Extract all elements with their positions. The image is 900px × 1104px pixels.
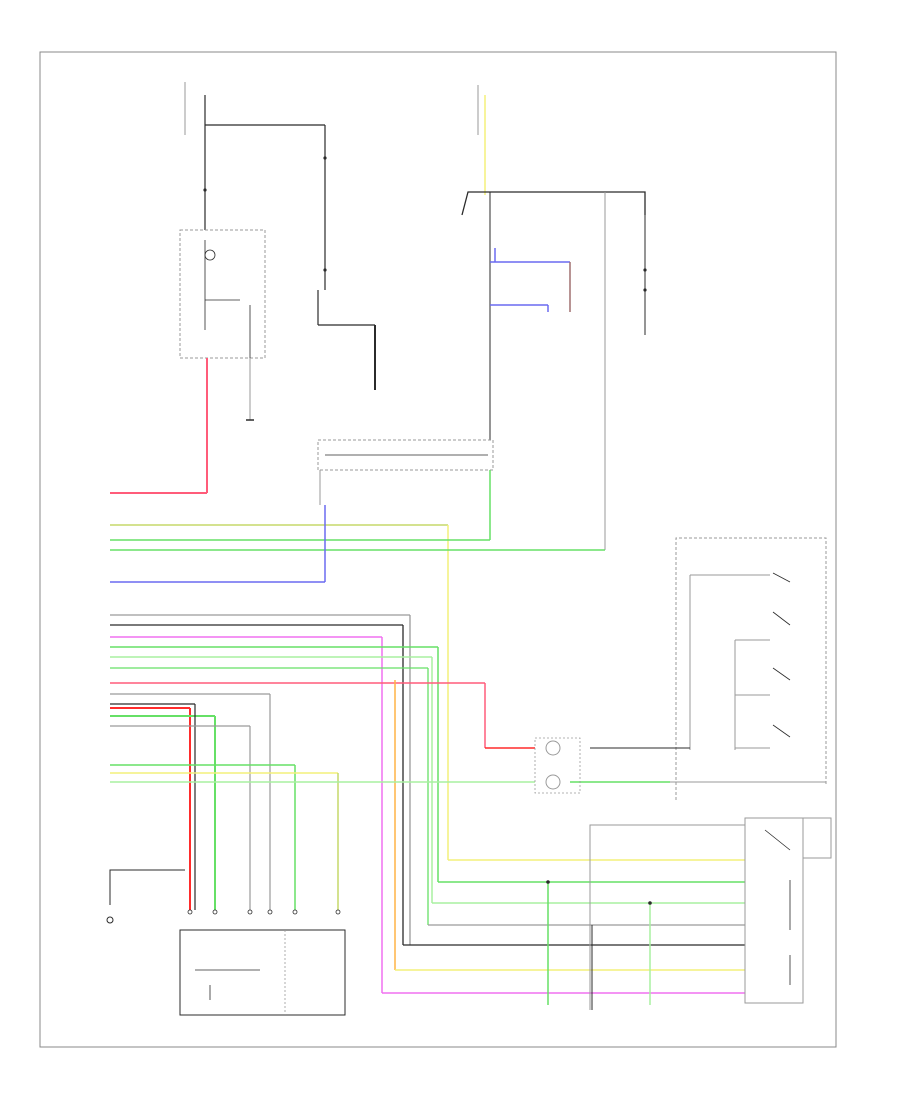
sensor-terminal: [335, 909, 341, 915]
switch-contact: [772, 611, 791, 626]
sensor-terminal: [267, 909, 273, 915]
combination-meter-box: [179, 229, 266, 359]
page-frame: [39, 51, 837, 1048]
sensor-terminal: [187, 909, 193, 915]
connector-dot: [643, 268, 647, 272]
ground-terminal: [106, 916, 114, 924]
splice-dot: [648, 901, 652, 905]
splice-dot: [323, 268, 327, 272]
tcm-connector-box: [744, 817, 804, 1004]
clock-spring: [534, 737, 581, 794]
clutch-position-switch: [317, 439, 494, 540]
sensor-terminal: [292, 909, 298, 915]
splice-dot: [203, 188, 207, 192]
cruise-control-main-switch: [590, 537, 827, 800]
transmission-control-area: [546, 817, 832, 1010]
clock-spring-outline: [534, 737, 581, 794]
tcm-internal: [764, 829, 791, 851]
clock-spring-contact: [545, 740, 561, 756]
sensor-terminal: [247, 909, 253, 915]
switch-contact: [772, 667, 791, 681]
splice-dot: [323, 156, 327, 160]
connector-dot: [643, 288, 647, 292]
stop-lamp-switch-area: [461, 85, 647, 550]
splice-dot: [546, 880, 550, 884]
switch-outline: [675, 537, 827, 800]
throttle-position-sensor-box: [179, 929, 346, 1016]
top-left-power-feed: [184, 82, 376, 390]
tcm-label-box: [802, 817, 832, 859]
combination-meter: [179, 229, 266, 421]
stop-lamp-switch-bracket: [461, 191, 646, 216]
clock-spring-contact: [545, 774, 561, 790]
switch-contact: [772, 572, 791, 583]
accelerator-pedal-sensor-area: [106, 869, 346, 1016]
switch-box: [317, 439, 494, 471]
meter-indicator-lamp: [204, 249, 216, 261]
tcm-outline: [589, 824, 745, 1010]
switch-contact: [772, 724, 791, 738]
sensor-terminal: [212, 909, 218, 915]
wire-gnd-left: [109, 869, 185, 905]
ecm-connector-bundle: [110, 505, 745, 994]
